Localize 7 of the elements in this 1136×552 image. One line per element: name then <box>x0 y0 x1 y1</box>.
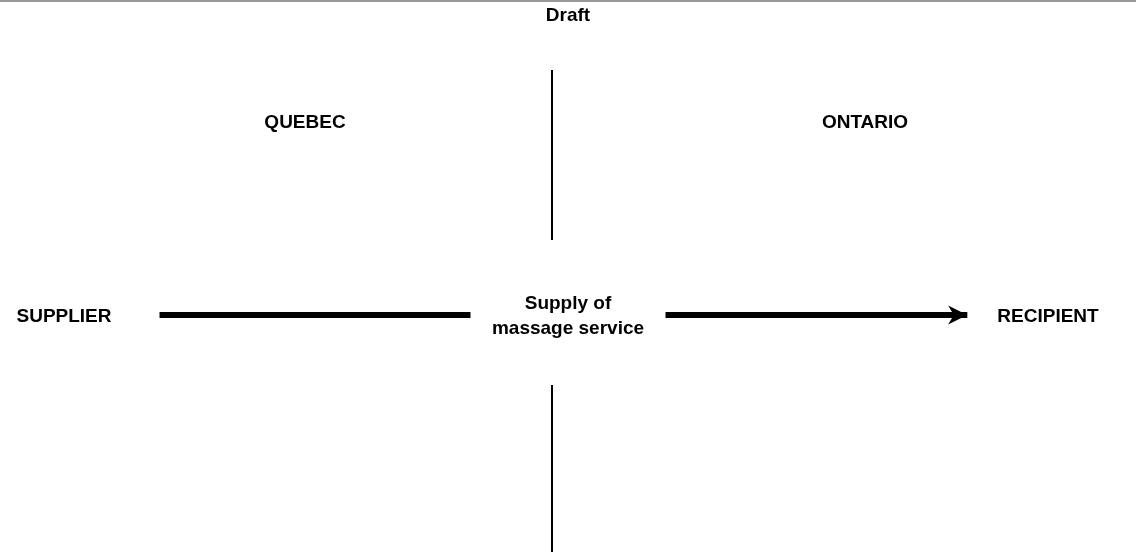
node-label: SUPPLIER <box>16 302 112 328</box>
node-label: Supply of massage service <box>490 290 646 340</box>
diagram-title: Draft <box>544 4 592 26</box>
region-label: ONTARIO <box>821 111 909 133</box>
node-label: RECIPIENT <box>997 302 1099 328</box>
region-label: QUEBEC <box>264 111 346 133</box>
arrow <box>665 305 968 325</box>
